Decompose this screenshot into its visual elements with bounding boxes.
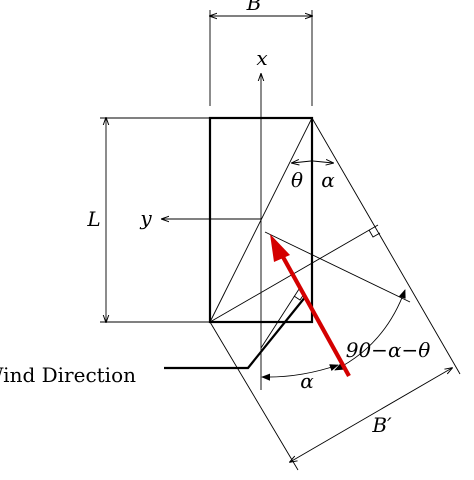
label-angle-expr: 90−α−θ — [346, 338, 431, 362]
label-alpha-bottom: α — [300, 369, 314, 393]
dimension-B-prime — [290, 368, 452, 462]
dimension-L — [100, 118, 210, 322]
label-wind-direction: Wind Direction — [0, 363, 136, 387]
dimension-B — [210, 10, 312, 106]
label-x: x — [256, 46, 267, 70]
building-diagonal — [209, 117, 313, 323]
angle-arc-90 — [334, 289, 406, 371]
label-alpha-top: α — [321, 168, 335, 192]
wind-leader-line — [164, 295, 307, 370]
label-y: y — [139, 206, 152, 230]
label-B-prime: B′ — [371, 413, 392, 437]
label-L: L — [86, 207, 100, 231]
wind-arrow — [270, 234, 351, 378]
building-rectangle — [208, 116, 314, 324]
theta-alpha-arcs — [292, 161, 333, 163]
label-B: B — [246, 0, 262, 15]
projection-lines — [209, 117, 461, 471]
label-theta: θ — [291, 168, 303, 192]
